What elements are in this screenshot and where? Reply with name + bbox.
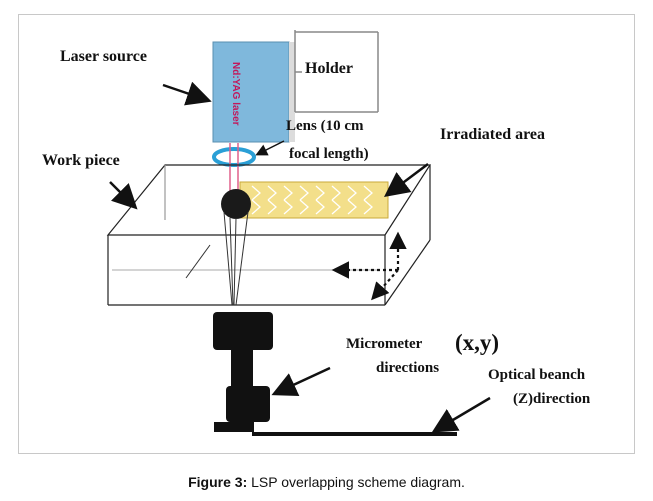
laser-source-label: Laser source <box>60 48 147 65</box>
laser-beam <box>229 143 239 192</box>
lens-label-2: focal length) <box>289 146 369 162</box>
beam-cone <box>185 211 249 306</box>
optical-bench-label: Optical beanch <box>488 367 586 383</box>
irradiated-area-label: Irradiated area <box>440 126 546 143</box>
work-piece-label: Work piece <box>42 152 120 169</box>
work-piece-box <box>106 164 432 306</box>
laser-source-body <box>212 41 290 143</box>
micrometer-stand <box>213 312 273 432</box>
figure-caption: Figure 3: LSP overlapping scheme diagram… <box>0 474 653 490</box>
focal-spot <box>221 189 251 219</box>
figure-frame <box>18 14 635 454</box>
caption-prefix: Figure 3: <box>188 474 248 490</box>
caption-text: LSP overlapping scheme diagram. <box>247 474 465 490</box>
z-direction-label: (Z)direction <box>513 391 591 407</box>
irradiated-area <box>239 181 389 219</box>
directions-label: directions <box>376 360 440 376</box>
holder-label: Holder <box>305 60 353 77</box>
optical-bench-bar <box>252 432 457 436</box>
micrometer-label: Micrometer <box>346 336 423 352</box>
xy-direction-arrows <box>331 231 407 301</box>
micrometer-xy-label: (x,y) <box>455 330 500 355</box>
laser-body-label: Nd:YAG laser <box>230 62 241 126</box>
lens-label: Lens (10 cm <box>286 118 364 134</box>
holder-bracket <box>294 30 379 113</box>
lsp-diagram <box>106 30 491 436</box>
lens-ring <box>212 147 256 167</box>
pointer-arrows <box>109 81 491 433</box>
